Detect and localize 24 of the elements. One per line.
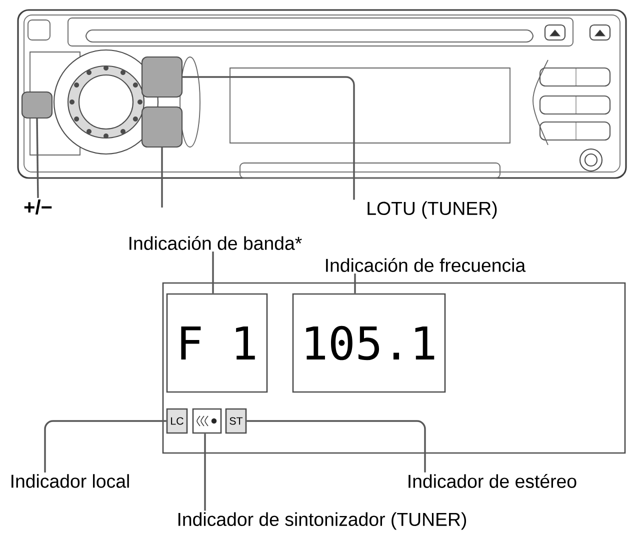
segment-display: 105.1 [292,293,446,393]
display-panel [162,282,626,454]
leader-line [36,118,39,198]
callout-label: Indicación de banda* [130,236,302,250]
side-key [21,91,53,119]
indicator-box [192,408,222,434]
callout-label: LOTU (TUNER) [368,201,497,219]
upper-button [141,56,183,98]
indicator-box: LC [166,408,188,434]
leader-line [161,148,163,208]
lower-button [141,106,183,148]
callout-label: Indicador local [12,474,129,488]
leader-line [212,252,214,294]
segment-display: F 1 [166,293,268,393]
callout-label: Indicador de estéreo [408,474,576,488]
callout-label: Indicador de sintonizador (TUNER) [178,512,466,530]
leader-line [182,76,355,200]
callout-label: Indicación de frecuencia [326,258,526,272]
leader-line [204,434,206,511]
leader-line [44,420,166,473]
leader-line [354,274,356,294]
leader-line [246,420,426,472]
key-label: +/− [24,200,52,214]
indicator-box: ST [225,408,247,434]
